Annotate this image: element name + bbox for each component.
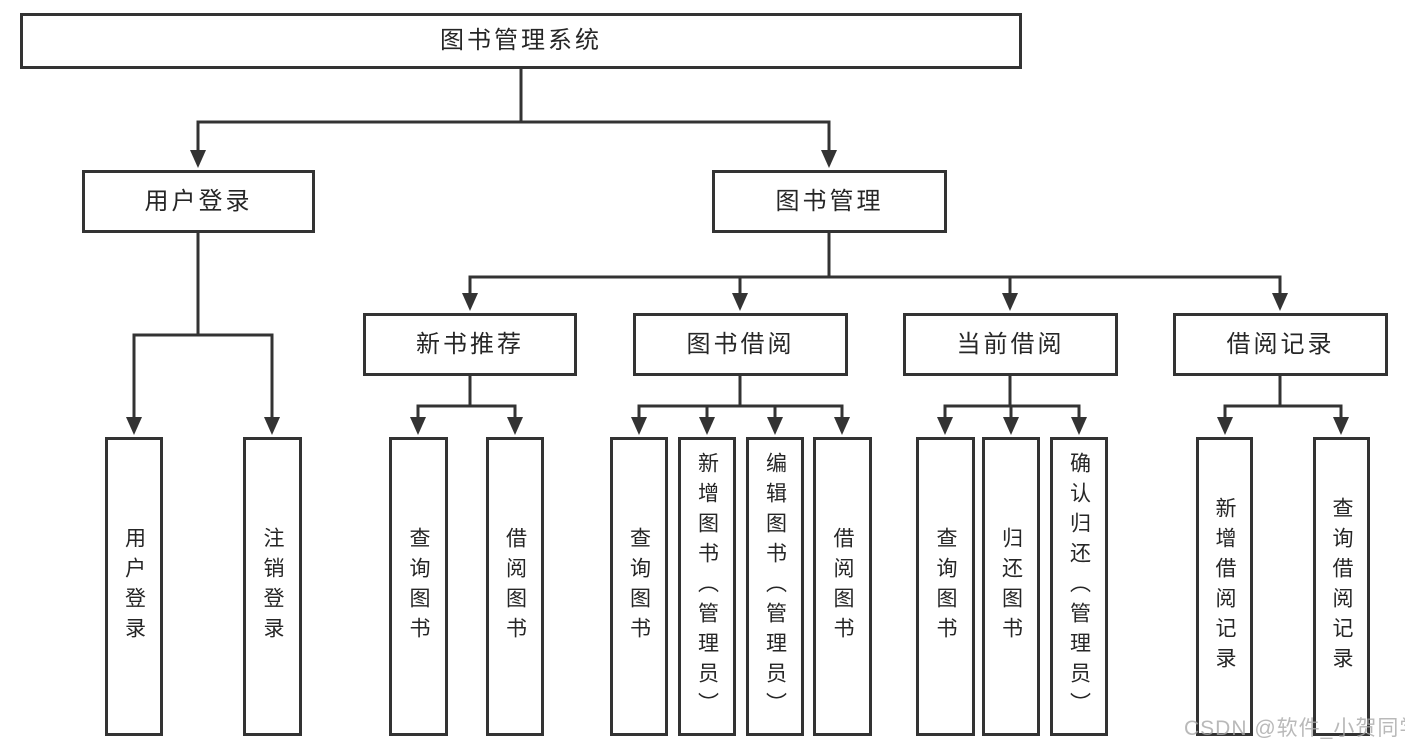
leaf-edit-books-admin: 编辑图书（管理员） xyxy=(746,437,804,736)
node-current-borrow: 当前借阅 xyxy=(903,313,1118,376)
leaf-borrow-books-recommend: 借阅图书 xyxy=(486,437,544,736)
leaf-add-borrow-record: 新增借阅记录 xyxy=(1196,437,1253,736)
leaf-query-books-recommend: 查询图书 xyxy=(389,437,448,736)
node-new-book-recommend-label: 新书推荐 xyxy=(416,330,524,358)
leaf-borrow-books: 借阅图书 xyxy=(813,437,872,736)
node-current-borrow-label: 当前借阅 xyxy=(956,330,1065,358)
node-book-management-label: 图书管理 xyxy=(775,187,884,215)
node-library-system-label: 图书管理系统 xyxy=(440,27,602,54)
leaf-return-books-label: 归还图书 xyxy=(999,526,1023,647)
csdn-watermark: CSDN @软件_小贺同学 xyxy=(1184,717,1405,740)
leaf-confirm-return-admin: 确认归还（管理员） xyxy=(1050,437,1108,736)
leaf-confirm-return-admin-label: 确认归还（管理员） xyxy=(1067,451,1091,722)
node-user-login-label: 用户登录 xyxy=(144,187,253,215)
leaf-query-books-current: 查询图书 xyxy=(916,437,975,736)
leaf-return-books: 归还图书 xyxy=(982,437,1040,736)
leaf-logout-label: 注销登录 xyxy=(261,526,284,647)
leaf-add-borrow-record-label: 新增借阅记录 xyxy=(1213,496,1236,677)
leaf-query-books-borrow: 查询图书 xyxy=(610,437,668,736)
leaf-borrow-books-label: 借阅图书 xyxy=(831,526,854,647)
leaf-borrow-books-recommend-label: 借阅图书 xyxy=(503,526,527,647)
node-borrow-records-label: 借阅记录 xyxy=(1226,330,1335,358)
node-new-book-recommend: 新书推荐 xyxy=(363,313,577,376)
node-book-borrow-label: 图书借阅 xyxy=(686,330,795,358)
leaf-query-books-recommend-label: 查询图书 xyxy=(407,526,430,647)
leaf-query-borrow-record-label: 查询借阅记录 xyxy=(1330,496,1353,677)
leaf-user-login-label: 用户登录 xyxy=(122,526,146,647)
leaf-user-login: 用户登录 xyxy=(105,437,163,736)
leaf-add-books-admin: 新增图书（管理员） xyxy=(678,437,736,736)
leaf-query-books-borrow-label: 查询图书 xyxy=(627,526,651,647)
node-borrow-records: 借阅记录 xyxy=(1173,313,1388,376)
leaf-query-books-current-label: 查询图书 xyxy=(934,526,957,647)
node-book-borrow: 图书借阅 xyxy=(633,313,848,376)
node-user-login: 用户登录 xyxy=(82,170,315,233)
node-library-system: 图书管理系统 xyxy=(20,13,1022,69)
leaf-logout: 注销登录 xyxy=(243,437,302,736)
node-book-management: 图书管理 xyxy=(712,170,947,233)
leaf-query-borrow-record: 查询借阅记录 xyxy=(1313,437,1370,736)
leaf-add-books-admin-label: 新增图书（管理员） xyxy=(695,451,719,722)
leaf-edit-books-admin-label: 编辑图书（管理员） xyxy=(763,451,787,722)
